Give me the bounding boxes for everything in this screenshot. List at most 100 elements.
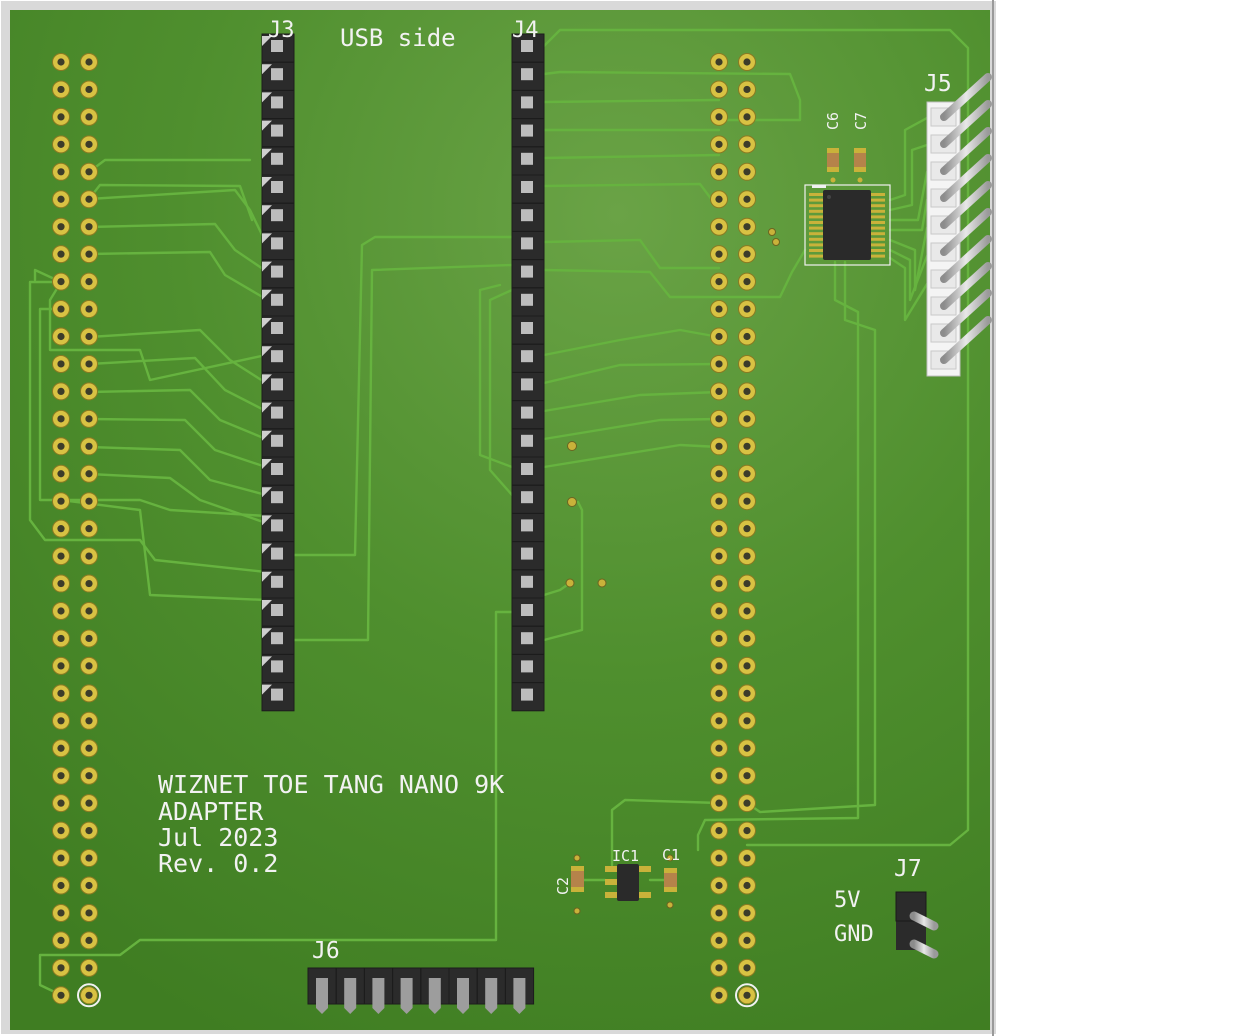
c1-label: C1 <box>662 846 680 864</box>
copper-trace <box>38 610 514 997</box>
copper-trace <box>28 280 268 574</box>
header-pin <box>521 124 533 137</box>
connector-pin <box>940 181 992 229</box>
header-pin <box>521 40 533 52</box>
copper-trace <box>292 263 514 642</box>
header-pin <box>513 978 526 1008</box>
header-pin <box>428 978 441 1008</box>
j3-label: J3 <box>268 18 295 43</box>
header-pin <box>485 978 498 1008</box>
header-pin <box>521 209 533 222</box>
copper-trace <box>542 417 721 441</box>
copper-trace <box>542 443 721 469</box>
ic-pin <box>871 243 885 247</box>
header-pin <box>271 209 283 222</box>
ic-pin <box>809 204 823 208</box>
ic1-regulator <box>605 864 651 901</box>
copper-trace <box>542 248 807 299</box>
left-pin-header-array <box>52 53 101 1008</box>
copper-trace <box>292 235 514 557</box>
copper-traces <box>28 28 970 997</box>
connector-pin <box>940 316 992 364</box>
copper-trace <box>542 238 721 270</box>
header-pin <box>521 378 533 391</box>
header-pin <box>521 237 533 250</box>
connector-pin <box>940 73 992 121</box>
ic-pin <box>871 237 885 241</box>
copper-trace <box>87 188 268 245</box>
copper-trace <box>542 500 584 642</box>
right-pin-header-array <box>710 53 759 1008</box>
ic-pin <box>871 204 885 208</box>
header-pin <box>521 547 533 560</box>
ic-pin <box>871 226 885 230</box>
copper-trace <box>696 260 860 852</box>
c6-label: C6 <box>824 112 842 130</box>
header-pin <box>521 688 533 701</box>
board-title-block: WIZNET TOE TANG NANO 9K ADAPTER Jul 2023… <box>158 770 504 878</box>
header-pin <box>271 181 283 193</box>
title-line: ADAPTER <box>158 797 264 826</box>
header-pin <box>521 293 533 306</box>
header-pin <box>521 152 533 165</box>
j5-connector <box>926 73 992 377</box>
header-pin <box>271 604 283 616</box>
ic-pin <box>809 198 823 202</box>
copper-trace <box>33 268 63 284</box>
copper-trace <box>87 388 268 441</box>
connector-pin <box>940 208 992 256</box>
header-pin <box>271 660 283 673</box>
header-pin <box>271 124 283 137</box>
header-pin <box>271 463 283 475</box>
pin1-marker <box>77 983 101 1008</box>
j4-header <box>511 33 545 712</box>
copper-trace <box>87 222 268 273</box>
copper-trace <box>87 417 268 469</box>
title-line: WIZNET TOE TANG NANO 9K <box>158 770 504 799</box>
copper-trace <box>888 226 929 292</box>
copper-trace <box>542 98 721 104</box>
header-pin <box>521 350 533 363</box>
ic-pin <box>809 193 823 196</box>
header-pin <box>521 434 533 447</box>
header-pin <box>271 293 283 306</box>
copper-trace <box>87 183 254 222</box>
header-pin <box>521 322 533 334</box>
capacitor-c2 <box>571 866 584 892</box>
header-pin <box>271 406 283 419</box>
header-pin <box>457 978 469 1008</box>
capacitor-c7 <box>854 148 866 183</box>
copper-trace <box>87 328 268 385</box>
j7-header <box>895 891 939 959</box>
c2-label: C2 <box>554 877 572 895</box>
header-pin <box>271 491 283 504</box>
copper-trace <box>542 70 802 122</box>
header-pin <box>400 978 413 1008</box>
j6-label: J6 <box>312 938 340 964</box>
power-label-gnd: GND <box>834 922 874 947</box>
j3-header <box>261 33 295 712</box>
copper-trace <box>610 798 721 867</box>
j7-label: J7 <box>894 856 922 882</box>
header-pin <box>521 575 533 588</box>
pin1-marker <box>735 983 759 1008</box>
copper-trace <box>888 198 929 232</box>
copper-trace <box>745 260 877 814</box>
ic-pin <box>809 254 823 258</box>
ic-pin <box>871 209 885 213</box>
header-pin <box>271 68 283 81</box>
header-pin <box>521 632 533 645</box>
j5-label: J5 <box>924 71 952 97</box>
title-line: Jul 2023 <box>158 823 278 852</box>
header-pin <box>344 978 357 1008</box>
connector-pin <box>940 289 992 337</box>
header-pin <box>271 434 283 447</box>
pcb-substrate <box>10 10 990 1030</box>
header-pin <box>271 632 283 645</box>
header-pin <box>521 463 533 475</box>
ic-pin <box>871 221 885 224</box>
ic1-label: IC1 <box>612 847 639 865</box>
copper-trace <box>87 472 268 525</box>
copper-trace <box>59 498 268 602</box>
